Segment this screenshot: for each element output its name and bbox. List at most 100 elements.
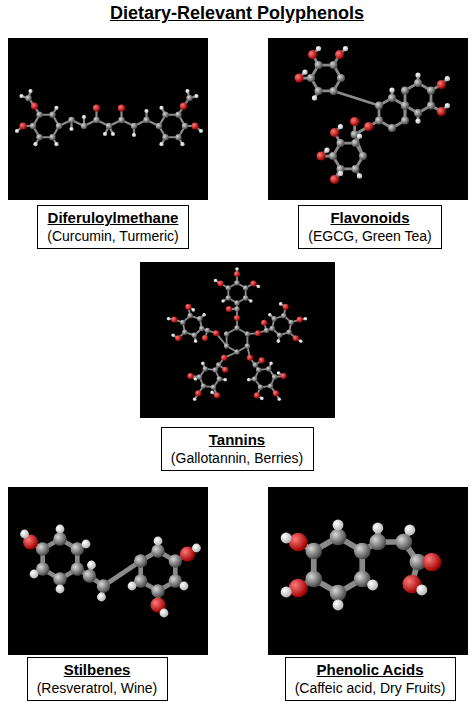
carbon-atom	[272, 316, 277, 321]
hydrogen-atom	[281, 533, 292, 544]
carbon-atom	[143, 117, 149, 123]
carbon-atom	[134, 554, 147, 567]
carbon-atom	[330, 87, 338, 95]
hydrogen-atom	[19, 94, 23, 98]
hydrogen-atom	[54, 142, 58, 146]
carbon-atom	[337, 139, 345, 147]
carbon-atom	[175, 112, 181, 118]
hydrogen-atom	[180, 142, 184, 146]
carbon-atom	[151, 544, 164, 557]
oxygen-atom	[213, 330, 219, 336]
carbon-atom	[266, 366, 271, 371]
class-name: Stilbenes	[64, 661, 131, 679]
label-box: Flavonoids(EGCG, Green Tea)	[298, 205, 442, 249]
carbon-atom	[272, 374, 277, 379]
hydrogen-atom	[445, 76, 450, 81]
carbon-atom	[216, 362, 221, 367]
carbon-atom	[401, 102, 409, 110]
oxygen-atom	[187, 373, 193, 379]
carbon-atom	[268, 383, 273, 388]
carbon-atom	[414, 79, 422, 87]
hydrogen-atom	[333, 520, 344, 531]
carbon-atom	[36, 112, 42, 118]
carbon-atom	[188, 313, 193, 318]
hydrogen-atom	[338, 171, 343, 176]
carbon-atom	[329, 152, 337, 160]
figure-title: Dietary-Relevant Polyphenols	[0, 3, 474, 24]
carbon-atom	[281, 313, 286, 318]
oxygen-atom	[222, 367, 228, 373]
hydrogen-atom	[33, 142, 37, 146]
carbon-atom	[71, 562, 84, 575]
label-line: Diferuloylmethane	[46, 209, 180, 227]
oxygen-atom	[350, 117, 359, 126]
carbon-atom	[234, 300, 239, 305]
hydrogen-atom	[193, 397, 197, 401]
oxygen-atom	[118, 104, 125, 111]
hydrogen-atom	[299, 339, 303, 343]
hydrogen-atom	[357, 133, 362, 138]
hydrogen-atom	[144, 109, 148, 113]
oxygen-atom	[335, 50, 344, 59]
hydrogen-atom	[302, 69, 307, 74]
carbon-atom	[243, 285, 248, 290]
bond	[334, 91, 380, 106]
carbon-atom	[354, 543, 371, 560]
carbon-atom	[151, 584, 164, 597]
hydrogen-atom	[201, 362, 205, 366]
hydrogen-atom	[281, 587, 292, 598]
hydrogen-atom	[249, 299, 253, 303]
hydrogen-atom	[338, 124, 343, 129]
label-box: Stilbenes(Resveratrol, Wine)	[27, 657, 168, 701]
example-text: (Gallotannin, Berries)	[171, 450, 303, 467]
carbon-atom	[307, 74, 315, 82]
carbon-atom	[224, 331, 229, 336]
hydrogen-atom	[111, 132, 115, 136]
carbon-atom	[359, 152, 367, 160]
carbon-atom	[226, 285, 231, 290]
oxygen-atom	[295, 74, 304, 83]
hydrogen-atom	[132, 133, 136, 137]
carbon-atom	[199, 326, 204, 331]
hydrogen-atom	[277, 339, 281, 343]
carbon-atom	[256, 367, 261, 372]
oxygen-atom	[330, 175, 339, 184]
oxygen-atom	[217, 280, 223, 286]
oxygen-atom	[93, 104, 100, 111]
carbon-atom	[264, 328, 269, 333]
carbon-atom	[337, 74, 345, 82]
hydrogen-atom	[167, 317, 171, 321]
carbon-atom	[211, 384, 216, 389]
hydrogen-atom	[30, 570, 39, 579]
oxygen-atom	[250, 280, 256, 286]
carbon-atom	[234, 349, 239, 354]
hydrogen-atom	[389, 87, 394, 92]
oxygen-atom	[221, 355, 227, 361]
hydrogen-atom	[357, 173, 362, 178]
hydrogen-atom	[316, 46, 321, 51]
hydrogen-atom	[159, 142, 163, 146]
hydrogen-atom	[194, 339, 198, 343]
carbon-atom	[192, 333, 197, 338]
oxygen-atom	[202, 335, 208, 341]
caffeic-acid-atoms	[281, 520, 441, 611]
hydrogen-atom	[415, 72, 420, 77]
hydrogen-atom	[324, 147, 329, 152]
oxygen-atom	[289, 533, 308, 552]
carbon-atom	[243, 295, 248, 300]
carbon-atom	[352, 165, 360, 173]
carbon-atom	[234, 306, 239, 311]
carbon-atom	[305, 571, 322, 588]
hydrogen-atom	[56, 525, 65, 534]
class-name: Phenolic Acids	[317, 661, 424, 679]
class-name: Tannins	[209, 431, 265, 449]
carbon-atom	[156, 123, 162, 129]
class-name: Diferuloylmethane	[48, 209, 179, 227]
carbon-atom	[197, 374, 202, 379]
hydrogen-atom	[15, 129, 19, 133]
carbon-atom	[201, 383, 206, 388]
oxygen-atom	[234, 271, 240, 277]
carbon-atom	[25, 95, 31, 101]
example-text: (Caffeic acid, Dry Fruits)	[295, 680, 446, 697]
example-text: (Curcumin, Turmeric)	[47, 228, 178, 245]
